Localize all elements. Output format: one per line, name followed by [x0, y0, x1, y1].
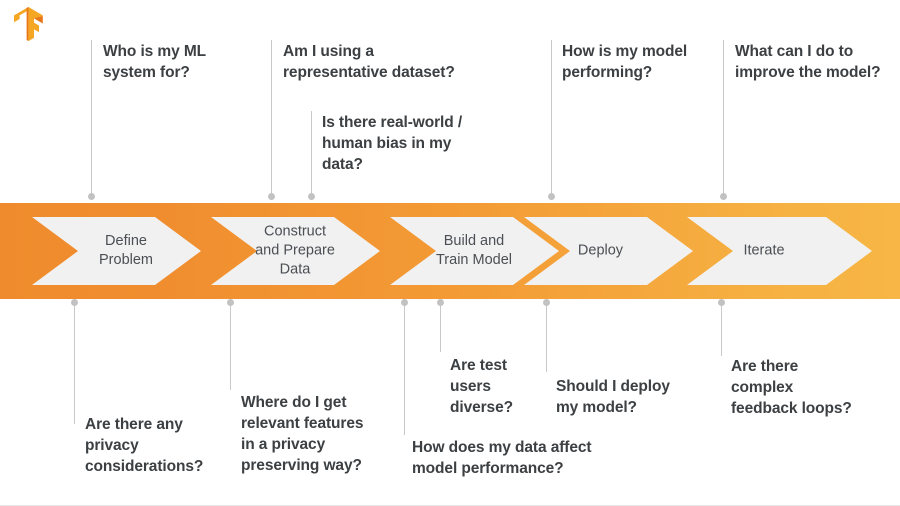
connector-dot — [227, 299, 234, 306]
question-above-is-there-real-world-human-bias: Is there real-world / human bias in my d… — [322, 114, 463, 173]
connector-dot — [88, 193, 95, 200]
connector-line-how-is-my-model-performing — [548, 40, 555, 200]
question-below-how-does-my-data-affect-model-performance: How does my data affect model performanc… — [412, 439, 592, 477]
chevron-build-train-model — [390, 217, 559, 285]
connector-line-are-test-users-diverse — [437, 299, 444, 352]
connector-line-how-does-my-data-affect-model-performance — [401, 299, 408, 435]
question-below-are-test-users-diverse: Are test users diverse? — [450, 357, 513, 416]
connector-line-is-there-real-world-human-bias — [308, 111, 315, 200]
connector-line-am-i-using-representative-dataset — [268, 40, 275, 200]
stage-label-define-problem: Define Problem — [99, 233, 153, 268]
stage-label-construct-prepare-data: Construct and Prepare Data — [255, 223, 335, 278]
connector-dot — [548, 193, 555, 200]
stage-label-build-train-model: Build and Train Model — [435, 233, 513, 268]
tensorflow-logo — [14, 7, 44, 41]
question-below-are-there-any-privacy-considerations: Are there any privacy considerations? — [85, 416, 204, 475]
question-above-what-can-i-do-to-improve: What can I do to improve the model? — [735, 43, 881, 81]
tensorflow-logo-icon — [14, 7, 43, 41]
question-below-should-i-deploy-my-model: Should I deploy my model? — [556, 378, 670, 416]
question-below-where-do-i-get-relevant-features: Where do I get relevant features in a pr… — [241, 394, 364, 474]
connector-line-should-i-deploy-my-model — [543, 299, 550, 372]
connector-dot — [401, 299, 408, 306]
connector-line-are-there-complex-feedback-loops — [718, 299, 725, 356]
question-above-how-is-my-model-performing: How is my model performing? — [562, 43, 688, 81]
connector-dot — [308, 193, 315, 200]
connector-line-what-can-i-do-to-improve — [720, 40, 727, 200]
connector-line-are-there-any-privacy-considerations — [71, 299, 78, 424]
connector-dot — [718, 299, 725, 306]
pipeline-chevrons — [32, 217, 872, 285]
pipeline-band: Define Problem Construct and Prepare Dat… — [0, 203, 900, 299]
connector-line-where-do-i-get-relevant-features — [227, 299, 234, 390]
chevron-iterate — [687, 217, 872, 285]
connector-dot — [437, 299, 444, 306]
connector-dot — [268, 193, 275, 200]
connector-dot — [720, 193, 727, 200]
question-above-who-is-my-ml-system-for: Who is my ML system for? — [103, 43, 206, 81]
connector-line-who-is-my-ml-system-for — [88, 40, 95, 200]
stage-label-deploy: Deploy — [577, 242, 624, 259]
chevron-define-problem — [32, 217, 201, 285]
chevron-deploy — [524, 217, 693, 285]
chevron-construct-prepare-data — [211, 217, 380, 285]
question-above-am-i-using-representative-dataset: Am I using a representative dataset? — [283, 43, 455, 81]
stage-label-iterate: Iterate — [743, 242, 785, 259]
question-below-are-there-complex-feedback-loops: Are there complex feedback loops? — [731, 358, 852, 417]
connector-dot — [71, 299, 78, 306]
connector-dot — [543, 299, 550, 306]
